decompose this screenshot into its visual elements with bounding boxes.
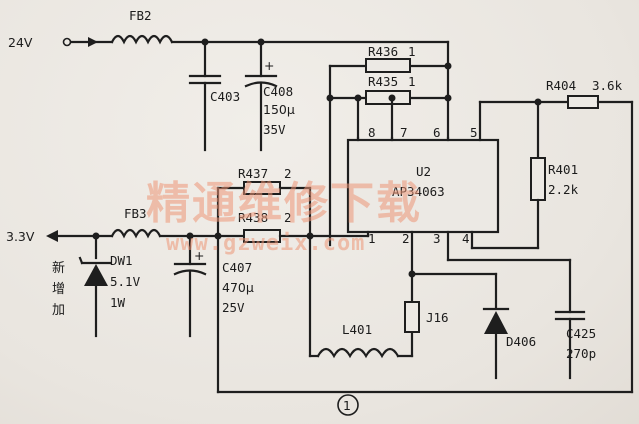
j16-label: J16: [426, 310, 449, 325]
c407-capacitor: + C407 470μ 25V: [173, 234, 254, 338]
plus-sign-icon: +: [264, 58, 274, 73]
j16-body: [404, 301, 420, 333]
arrow-left-icon: [46, 230, 58, 242]
zener-triangle: [84, 264, 108, 286]
r436-body: [365, 58, 411, 73]
dw1-zener-diode: DW1 5.1V 1W 新 增 加: [52, 234, 141, 338]
pin-1: 1: [368, 231, 376, 246]
pin-7: 7: [400, 125, 408, 140]
input-terminal: [62, 37, 72, 47]
dw1-value: 5.1V: [110, 274, 141, 289]
pin-2: 2: [402, 231, 410, 246]
c408-label: C408: [263, 84, 293, 99]
note-plus: 加: [52, 303, 65, 318]
fb2-label: FB2: [129, 8, 152, 23]
pin-5: 5: [470, 125, 478, 140]
r404-label: R404: [546, 78, 576, 93]
l401-inductor: L401: [316, 322, 400, 359]
fb3-label: FB3: [124, 206, 147, 221]
r401-label: R401: [548, 162, 578, 177]
dw1-power: 1W: [110, 295, 126, 310]
c403-label: C403: [210, 89, 240, 104]
c403-capacitor: C403: [188, 40, 240, 152]
r437-value: 2: [284, 166, 292, 181]
watermark-text: 精通维修下载: [146, 178, 422, 229]
r437-label: R437: [238, 166, 268, 181]
c407-value: 470μ: [222, 280, 254, 295]
r404-resistor: R404 3.6k: [546, 78, 623, 109]
diode-triangle: [484, 311, 508, 334]
u2-ic: U2 AP34063 8 7 6 5 1 2 3 4: [346, 125, 500, 246]
plus-sign-icon: +: [194, 248, 204, 263]
r436-value: 1: [408, 44, 416, 59]
r401-resistor: R401 2.2k: [530, 100, 579, 250]
c408-capacitor: + C408 150μ 35V: [244, 40, 295, 152]
u2-label: U2: [416, 164, 431, 179]
d406-diode: D406: [482, 272, 536, 380]
c408-value: 150μ: [263, 102, 295, 117]
loop-marker-digit: 1: [343, 398, 351, 413]
j16-jumper: J16: [404, 272, 449, 333]
pin-8: 8: [368, 125, 376, 140]
arrow-right-icon: [88, 37, 98, 47]
fb2-inductor: FB2: [110, 8, 174, 45]
label-3v3: 3.3V: [6, 229, 35, 244]
r436-label: R436: [368, 44, 398, 59]
u2-body: [346, 138, 500, 234]
r435-label: R435: [368, 74, 398, 89]
note-add: 增: [52, 282, 65, 297]
pin-6: 6: [433, 125, 441, 140]
r404-body: [567, 95, 599, 109]
r401-value: 2.2k: [548, 182, 579, 197]
d406-label: D406: [506, 334, 536, 349]
label-24v: 24V: [8, 35, 33, 50]
c408-voltage: 35V: [263, 122, 286, 137]
dw1-label: DW1: [110, 253, 133, 268]
pin-4: 4: [462, 231, 470, 246]
loop-marker: 1: [337, 394, 359, 416]
c407-voltage: 25V: [222, 300, 245, 315]
fb3-inductor: FB3: [110, 206, 162, 239]
r401-body: [530, 157, 546, 201]
c425-capacitor: C425 270p: [554, 258, 596, 380]
r436-resistor: R436 1: [328, 40, 452, 140]
r435-value: 1: [408, 74, 416, 89]
output-3v3-net: 3.3V: [6, 229, 114, 244]
r438-value: 2: [284, 210, 292, 225]
r435-body: [365, 90, 411, 105]
u2-part-number: AP34063: [392, 184, 445, 199]
pin-3: 3: [433, 231, 441, 246]
note-new: 新: [52, 260, 65, 276]
watermark-url: www.gzweix.com: [166, 231, 365, 256]
input-24v-net: 24V: [8, 35, 114, 50]
watermark: 精通维修下载 www.gzweix.com: [146, 178, 422, 256]
r438-label: R438: [238, 210, 268, 225]
r404-value: 3.6k: [592, 78, 623, 93]
c407-label: C407: [222, 260, 252, 275]
c425-label: C425: [566, 326, 596, 341]
l401-label: L401: [342, 322, 372, 337]
c425-value: 270p: [566, 346, 596, 361]
